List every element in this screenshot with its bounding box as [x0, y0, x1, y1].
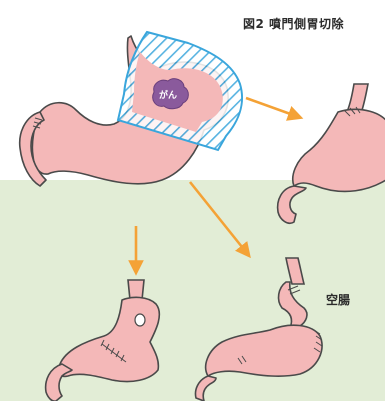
arrow-to-right: [246, 98, 296, 116]
bl-duodenum: [46, 364, 72, 401]
br-esophagus: [286, 258, 304, 284]
result-stomach-right: [278, 84, 385, 223]
reconstruction-jejunal-interposition: [196, 258, 323, 401]
right-duodenum: [278, 186, 306, 223]
br-stomach: [206, 325, 322, 376]
right-stomach-body: [293, 109, 385, 191]
arrow-to-bottom-right: [190, 182, 246, 252]
figure-title: 図2 噴門側胃切除: [243, 15, 344, 32]
jejunum-label: 空腸: [326, 291, 350, 308]
reconstruction-esophagogastric: [46, 280, 160, 401]
br-duodenum: [196, 376, 217, 401]
br-jejunum: [279, 282, 307, 328]
bl-stomach: [58, 297, 159, 381]
tumor-label: がん: [159, 89, 177, 101]
bl-anastomosis-opening: [135, 314, 145, 326]
original-stomach: がん: [20, 32, 242, 186]
